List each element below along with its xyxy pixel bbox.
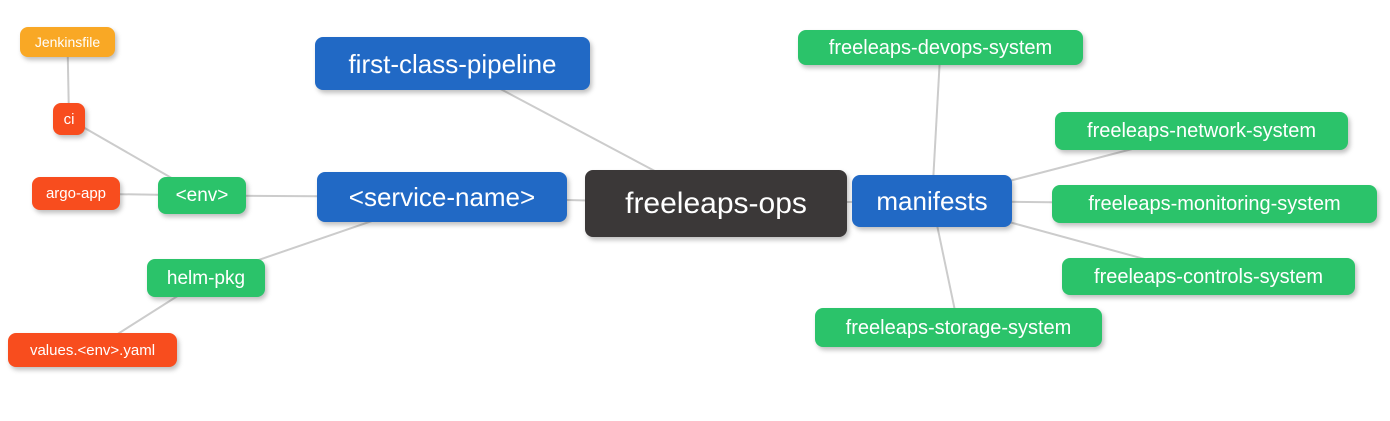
mindmap-node-controls-system[interactable]: freeleaps-controls-system (1062, 258, 1355, 295)
mindmap-node-helm-pkg[interactable]: helm-pkg (147, 259, 265, 297)
mindmap-node-values-yaml[interactable]: values.<env>.yaml (8, 333, 177, 367)
mindmap-node-freeleaps-ops[interactable]: freeleaps-ops (585, 170, 847, 237)
mindmap-node-manifests[interactable]: manifests (852, 175, 1012, 227)
mindmap-node-ci[interactable]: ci (53, 103, 85, 135)
mindmap-node-argo-app[interactable]: argo-app (32, 177, 120, 210)
mindmap-node-monitoring-system[interactable]: freeleaps-monitoring-system (1052, 185, 1377, 223)
mindmap-node-jenkinsfile[interactable]: Jenkinsfile (20, 27, 115, 57)
mindmap-node-first-class-pipeline[interactable]: first-class-pipeline (315, 37, 590, 90)
mindmap-node-storage-system[interactable]: freeleaps-storage-system (815, 308, 1102, 347)
mindmap-node-devops-system[interactable]: freeleaps-devops-system (798, 30, 1083, 65)
mindmap-node-service-name[interactable]: <service-name> (317, 172, 567, 222)
mindmap-node-network-system[interactable]: freeleaps-network-system (1055, 112, 1348, 150)
mindmap-node-env[interactable]: <env> (158, 177, 246, 214)
